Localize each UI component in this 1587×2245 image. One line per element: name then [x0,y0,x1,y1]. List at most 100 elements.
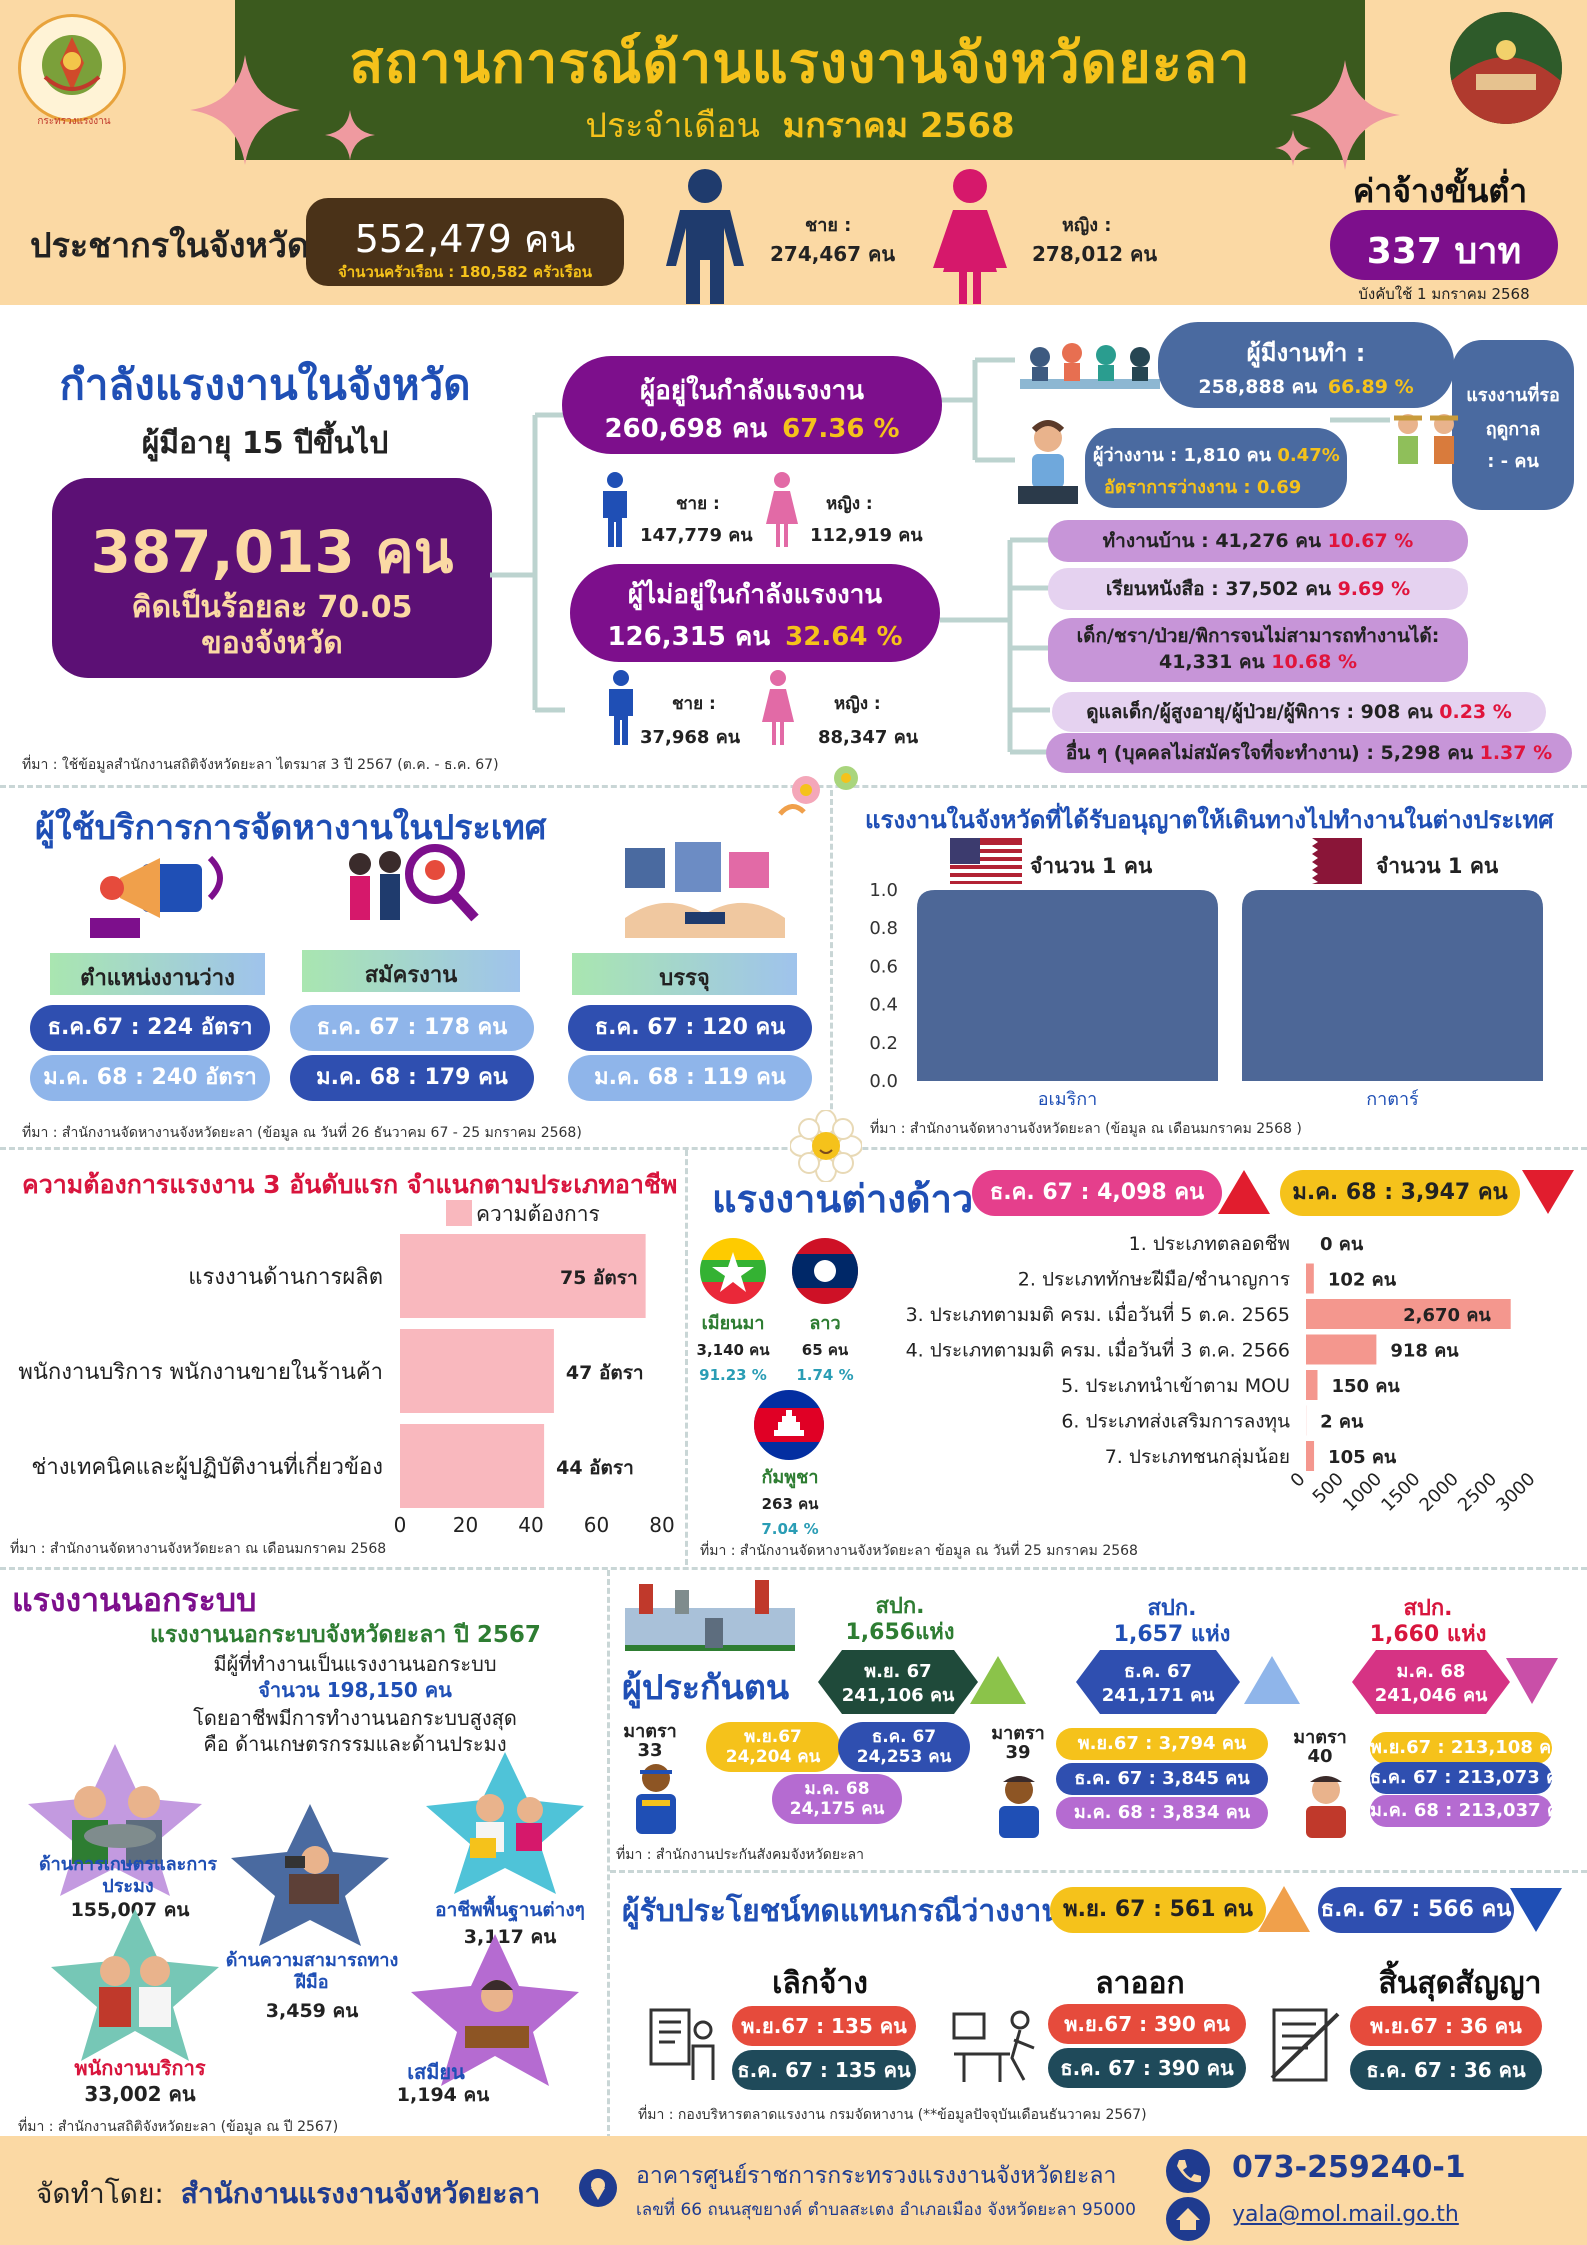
case-3-dec: ธ.ค. 67 : 36 คน [1350,2050,1542,2090]
overseas-y-tick: 0.8 [869,918,898,939]
out-force-value-line: 126,315 คน 32.64 % [570,616,940,657]
cambodia-name: กัมพูชา [761,1467,819,1488]
foreign-x-tick: 0 [1287,1469,1310,1492]
sparkle-small-icon [325,110,375,160]
cambodia-flag-icon [754,1390,824,1460]
reason-row-5: อื่น ๆ (บุคคลไม่สมัครใจที่จะทำงาน) : 5,2… [1046,733,1572,773]
insured-2-estab-label: สปก. [1147,1596,1197,1621]
labor-force-pct-line2: ของจังหวัด [201,626,343,661]
insured-2-estab-value: 1,657 แห่ง [1113,1622,1231,1647]
foreign-type-bar [1306,1370,1318,1400]
foreign-type-label: 4. ประเภทตามมติ ครม. เมื่อวันที่ 3 ต.ค. … [906,1337,1290,1362]
reason-1-pct: 10.67 % [1327,530,1414,552]
reason-row-1: ทำงานบ้าน : 41,276 คน 10.67 % [1048,520,1468,562]
foreign-type-label: 7. ประเภทชนกลุ่มน้อย [1105,1446,1290,1469]
insured-1-main-1: พ.ย. 67 [864,1661,932,1682]
labor-force-subtitle: ผู้มีอายุ 15 ปีขึ้นไป [141,426,389,461]
out-force-connector [940,537,1050,755]
male-value: 274,467 คน [770,242,896,266]
subtitle-prefix: ประจำเดือน [585,106,760,146]
informal-source: ที่มา : สำนักงานสถิติจังหวัดยะลา (ข้อมูล… [18,2119,339,2135]
foreign-x-tick: 2500 [1454,1469,1501,1516]
female-value: 278,012 คน [1032,242,1158,266]
logo-caption: กระทรวงแรงงาน [37,116,111,127]
out-male-label: ชาย : [672,694,716,714]
foreign-type-label: 5. ประเภทนำเข้าตาม MOU [1061,1375,1290,1397]
out-female-icon [762,670,794,745]
demand-x-tick: 60 [584,1513,609,1537]
foreign-x-tick: 1500 [1377,1469,1424,1516]
ministry-logo [18,14,126,122]
informal-group-5-name: เสมียน [407,2060,465,2084]
foreign-title: แรงงานต่างด้าว [712,1177,974,1221]
benefit-source: ที่มา : กองบริหารตลาดแรงงาน กรมจัดหางาน … [638,2107,1147,2123]
insured-1-hex [818,1650,978,1714]
demand-x-tick: 0 [394,1513,407,1537]
case-2-dec: ธ.ค. 67 : 390 คน [1048,2048,1246,2088]
location-pin-icon [579,2169,617,2207]
overseas-y-tick: 0.6 [869,956,898,977]
insured-2-p3: ม.ค. 68 : 3,834 คน [1056,1797,1268,1829]
reason-3-text2: 41,331 คน [1158,651,1265,673]
insured-3-p1: พ.ย.67 : 213,108 คน [1370,1732,1563,1764]
insured-2-p2: ธ.ค. 67 : 3,845 คน [1056,1763,1268,1795]
benefit-down-triangle-icon [1510,1888,1562,1932]
labor-force-pct-line1: คิดเป็นร้อยละ 70.05 [131,590,413,625]
demand-legend-swatch [446,1200,472,1226]
in-male-value: 147,779 คน [640,525,753,546]
foreign-type-label: 1. ประเภทตลอดชีพ [1129,1233,1290,1255]
overseas-bar [917,890,1218,1081]
demand-value-label: 47 อัตรา [566,1362,644,1384]
insured-3-down-triangle-icon [1506,1658,1558,1704]
flower-clip-icon [778,766,858,816]
demand-x-tick: 80 [649,1513,674,1537]
reason-row-2: เรียนหนังสือ : 37,502 คน 9.69 % [1048,568,1468,610]
job-col-2-jan: ม.ค. 68 : 179 คน [290,1055,534,1101]
in-force-label: ผู้อยู่ในกำลังแรงงาน [639,376,864,406]
job-col-3-jan: ม.ค. 68 : 119 คน [568,1055,812,1101]
reason-3-pct: 10.68 % [1271,651,1358,673]
informal-group-2-value: 3,117 คน [463,1926,557,1948]
insured-1-estab-value: 1,656แห่ง [845,1620,955,1645]
seasonal-pill [1452,340,1574,510]
employed-pill [1158,322,1454,408]
worker-33-icon [636,1764,676,1834]
employed-value-line: 258,888 คน 66.89 % [1158,372,1454,402]
female-label: หญิง : [1062,215,1112,236]
benefit-dec-pill: ธ.ค. 67 : 566 คน [1318,1887,1514,1933]
out-force-label: ผู้ไม่อยู่ในกำลังแรงงาน [627,580,883,610]
reason-3-text: เด็ก/ชรา/ป่วย/พิการจนไม่สามารถทำงานได้: [1076,625,1440,647]
insured-1-main-2: 241,106 คน [841,1685,955,1706]
informal-line3: โดยอาชีพมีการทำงานนอกระบบสูงสุด [193,1706,517,1730]
demand-value-label: 44 อัตรา [556,1457,634,1479]
insured-1-p3-label: ม.ค. 68 [804,1779,870,1799]
insured-2-hex [1076,1650,1240,1714]
insured-3-p2: ธ.ค. 67 : 213,073 คน [1370,1762,1570,1794]
worker-39-icon [999,1776,1039,1838]
overseas-bar [1242,890,1543,1081]
out-female-value: 88,347 คน [818,727,919,748]
insured-3-section-no: 40 [1307,1746,1333,1767]
footer-made-by-label: จัดทำโดย: [36,2177,164,2210]
footer-email[interactable]: yala@mol.mail.go.th [1232,2202,1459,2227]
demand-x-tick: 20 [453,1513,478,1537]
worker-40-icon [1306,1776,1346,1838]
insured-1-p2-value: 24,253 คน [856,1747,952,1767]
foreign-type-value: 105 คน [1328,1447,1397,1468]
insured-1-section-no: 33 [637,1740,663,1761]
job-col-3-dec: ธ.ค. 67 : 120 คน [568,1005,812,1051]
informal-line4: คือ ด้านเกษตรกรรมและด้านประมง [203,1732,507,1756]
up-triangle-red-icon [1218,1170,1270,1214]
in-force-pill [562,356,942,454]
case-1-title: เลิกจ้าง [772,1966,868,2001]
foreign-type-value: 2,670 คน [1403,1305,1491,1326]
reason-5-pct: 1.37 % [1479,742,1553,764]
insured-3-estab-label: สปก. [1403,1596,1453,1621]
foreign-type-value: 150 คน [1332,1376,1401,1397]
myanmar-name: เมียนมา [701,1313,765,1334]
myanmar-count: 3,140 คน [696,1341,770,1359]
population-box [306,198,624,286]
